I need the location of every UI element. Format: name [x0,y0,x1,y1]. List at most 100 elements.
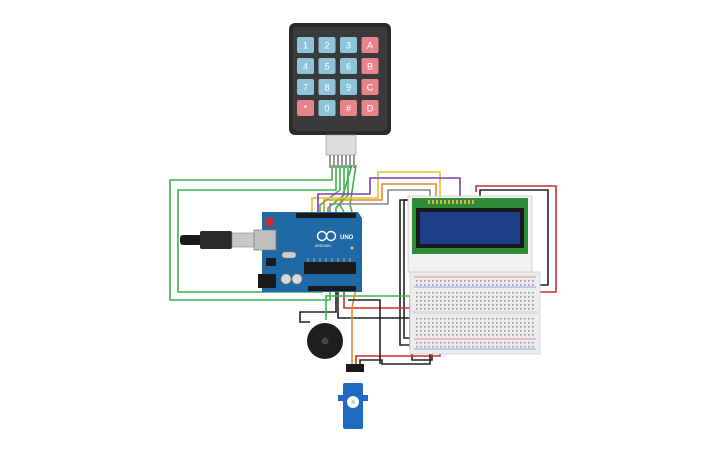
keypad-key[interactable] [297,58,314,74]
breadboard-hole [492,280,494,282]
breadboard-hole [468,342,470,344]
breadboard-hole [452,318,454,320]
breadboard-hole [460,296,462,298]
breadboard-hole [444,326,446,328]
breadboard-hole [452,342,454,344]
breadboard-hole [468,326,470,328]
breadboard-hole [496,346,498,348]
breadboard-hole [504,346,506,348]
breadboard-hole [428,292,430,294]
breadboard-hole [520,318,522,320]
breadboard-hole [416,308,418,310]
keypad-key[interactable] [297,79,314,95]
breadboard-hole [520,284,522,286]
breadboard-hole [464,318,466,320]
breadboard-hole [508,326,510,328]
servo-horn-center [351,400,355,404]
breadboard-hole [436,296,438,298]
keypad-key[interactable] [318,79,336,95]
breadboard-hole [472,296,474,298]
breadboard-hole [520,296,522,298]
breadboard-hole [424,308,426,310]
breadboard-hole [464,326,466,328]
breadboard-hole [492,342,494,344]
keypad-key[interactable] [318,58,336,74]
breadboard-hole [456,284,458,286]
breadboard-hole [428,330,430,332]
wire-green-keypad-7 [349,164,357,213]
breadboard-holes [416,280,534,348]
breadboard-hole [476,322,478,324]
breadboard-hole [444,318,446,320]
breadboard-hole [520,342,522,344]
breadboard-hole [520,326,522,328]
breadboard-hole [476,280,478,282]
breadboard-hole [516,300,518,302]
breadboard-hole [500,334,502,336]
breadboard-hole [460,284,462,286]
reset-button[interactable] [266,218,274,226]
breadboard-hole [464,334,466,336]
breadboard-hole [440,334,442,336]
breadboard-hole [508,300,510,302]
breadboard-hole [428,318,430,320]
keypad-key[interactable] [361,79,379,95]
breadboard-hole [472,346,474,348]
keypad-key[interactable] [297,37,314,53]
breadboard-hole [496,292,498,294]
breadboard-hole [512,342,514,344]
keypad-key[interactable] [361,58,379,74]
breadboard-hole [500,292,502,294]
breadboard-hole [472,300,474,302]
keypad-key[interactable] [318,37,336,53]
breadboard-hole [480,322,482,324]
keypad-key[interactable] [340,37,357,53]
usb-cable-body [200,231,232,249]
breadboard-hole [488,308,490,310]
breadboard-hole [440,296,442,298]
breadboard-hole [496,326,498,328]
breadboard-hole [496,304,498,306]
keypad-key-label: 7 [303,83,308,93]
breadboard-hole [472,304,474,306]
breadboard-hole [512,296,514,298]
keypad-key[interactable] [361,37,379,53]
breadboard-hole [516,296,518,298]
breadboard-hole [508,292,510,294]
keypad-key[interactable] [340,58,357,74]
breadboard-hole [456,342,458,344]
buzzer-center [321,337,329,345]
breadboard-hole [500,280,502,282]
breadboard-hole [424,280,426,282]
breadboard-hole [484,346,486,348]
wire-green-keypad-6 [339,164,353,213]
breadboard-hole [528,342,530,344]
breadboard-hole [436,334,438,336]
breadboard-hole [416,304,418,306]
keypad-key[interactable] [340,79,357,95]
keypad-key[interactable] [297,100,314,116]
breadboard-hole [516,322,518,324]
breadboard-hole [440,300,442,302]
breadboard-hole [464,304,466,306]
breadboard-hole [488,296,490,298]
breadboard-hole [520,346,522,348]
digital-header [296,213,356,218]
breadboard-hole [484,330,486,332]
keypad-key[interactable] [361,100,379,116]
breadboard-hole [456,296,458,298]
breadboard-hole [532,280,534,282]
breadboard-hole [520,280,522,282]
breadboard-hole [480,342,482,344]
breadboard-hole [504,322,506,324]
keypad-key[interactable] [318,100,336,116]
breadboard-hole [436,284,438,286]
breadboard-hole [496,322,498,324]
breadboard-hole [480,308,482,310]
breadboard-hole [424,292,426,294]
breadboard-hole [464,280,466,282]
breadboard-hole [444,280,446,282]
keypad-key[interactable] [340,100,357,116]
breadboard-hole [436,326,438,328]
breadboard-hole [484,300,486,302]
